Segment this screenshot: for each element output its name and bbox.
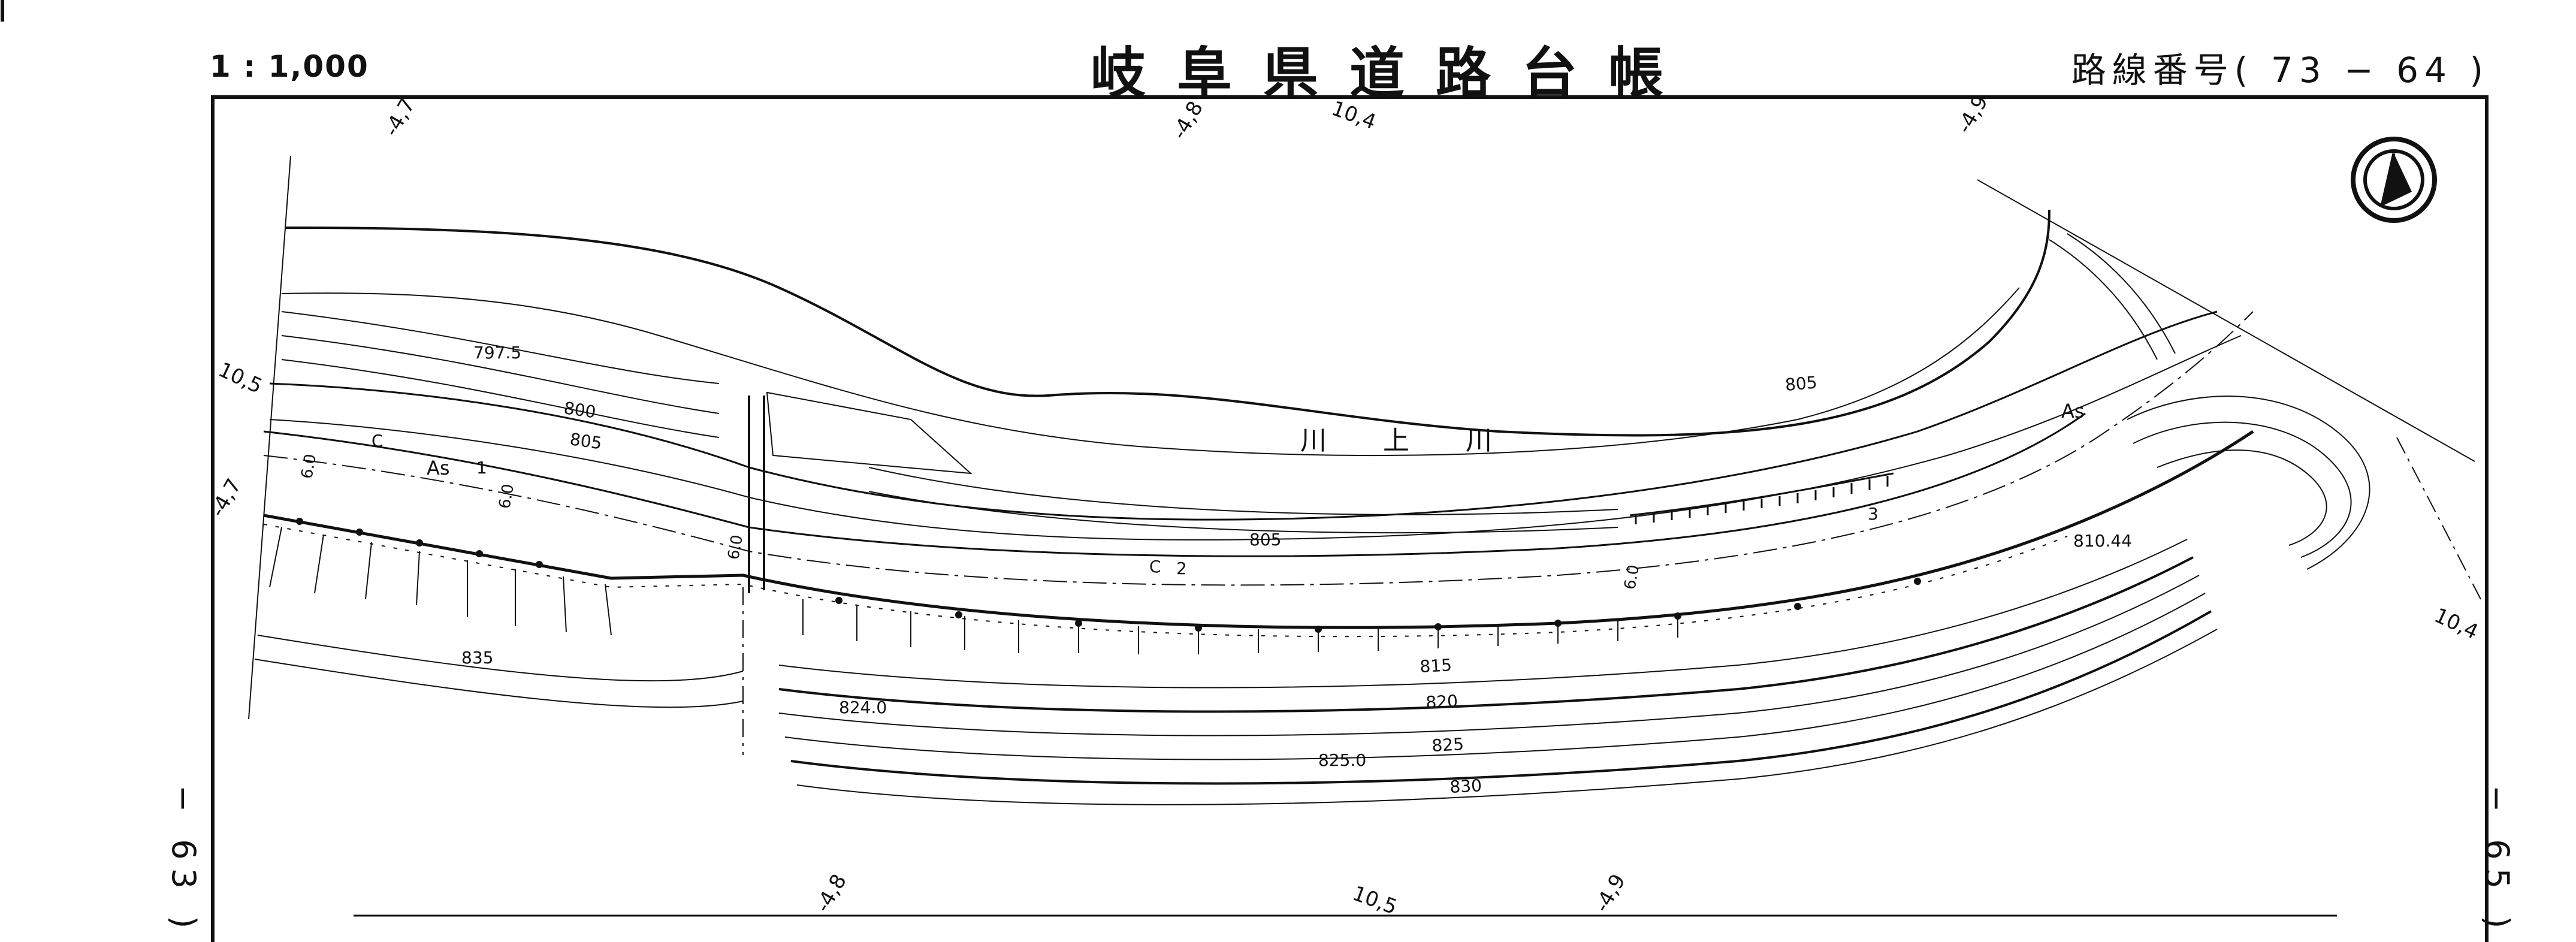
slope-hatching (269, 527, 1678, 654)
spot-height-label: 824.0 (839, 698, 887, 717)
road-edge-south-hatch (263, 524, 2068, 638)
road-edge-north (263, 412, 2086, 557)
retaining-wall (1629, 472, 1894, 524)
road-width-label: 6.0 (724, 533, 747, 561)
river-bank-upper (284, 209, 2050, 437)
station-label: 1 (476, 458, 487, 478)
sheet-cut-line (1977, 179, 2475, 462)
contour-label: 820 (1426, 691, 1458, 712)
road-centerline (263, 311, 2254, 586)
contour-label: 825 (1432, 734, 1464, 756)
river-bank-lower (269, 310, 2218, 521)
contour-label: 797.5 (473, 343, 521, 363)
adjacent-sheet-left: − 63 ) (165, 785, 203, 937)
road-edge-south (263, 430, 2254, 629)
road-width-label: 6.0 (298, 452, 320, 480)
contour-label: 835 (461, 648, 493, 668)
road-end-line (2396, 437, 2481, 600)
right-offset-1: 10,4 (2430, 603, 2482, 644)
curve-label: C (1149, 557, 1161, 576)
road-width-label: 6.0 (1621, 563, 1643, 591)
spot-height-label: 825.0 (1318, 750, 1366, 770)
north-arrow-icon (2351, 137, 2437, 223)
contour-label: 800 (563, 398, 597, 422)
contour-label: 805 (1784, 372, 1818, 395)
contour-label: 815 (1420, 655, 1452, 677)
adjacent-sheet-right: − 65 ) (2478, 785, 2516, 937)
contour-label: 805 (1249, 530, 1281, 550)
river-bank-upper-2 (281, 287, 2020, 456)
river-bank-lower-2 (269, 335, 2242, 541)
bottom-offset-1: -4,8 (811, 870, 851, 916)
road-width-label: 6.0 (496, 482, 518, 510)
guard-posts (296, 518, 1921, 633)
surface-label: As (2061, 400, 2085, 422)
contour-label: 830 (1449, 775, 1482, 797)
map-frame (211, 95, 2489, 942)
left-offset-1: 10,5 (215, 358, 266, 398)
station-label: 2 (1176, 558, 1187, 578)
page-title: 岐阜県道路台帳 (1091, 41, 1695, 105)
station-label: 3 (1868, 504, 1879, 524)
route-number: 路線番号( 73 − 64 ) (2071, 50, 2489, 90)
curve-label: C (372, 431, 383, 451)
surface-label: As (427, 457, 450, 479)
bottom-offset-3: -4,9 (1590, 870, 1630, 916)
river-label: 川 上 川 (1300, 425, 1516, 456)
left-cut-line (248, 155, 291, 720)
top-offset-1: -4,7 (379, 94, 420, 140)
contour-lines (254, 233, 2370, 805)
spot-height-label: 810.44 (2073, 531, 2132, 551)
bottom-offset-2: 10,5 (1349, 881, 1400, 919)
map-scale: 1 : 1,000 (210, 49, 369, 84)
contour-label: 805 (569, 429, 603, 453)
